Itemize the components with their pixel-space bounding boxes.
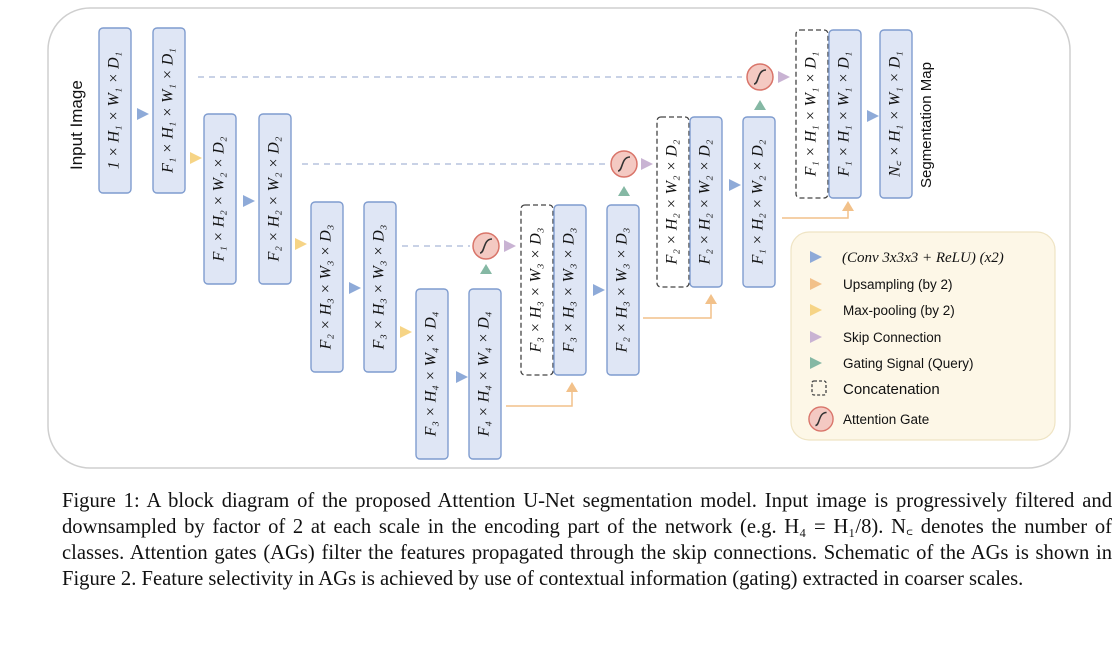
feature-block-c3a: F₃ × H₃ × W₃ × D₃	[520, 204, 554, 376]
feature-block-e1a: F₁ × H₁ × W₁ × D₁	[152, 27, 186, 194]
legend-concat-icon	[811, 380, 827, 396]
feature-block-label: F₁ × H₁ × W₁ × D₁	[803, 52, 820, 178]
feature-block-c3b: F₃ × H₃ × W₃ × D₃	[553, 204, 587, 376]
feature-block-in: 1 × H₁ × W₁ × D₁	[98, 27, 132, 194]
skip-lines	[198, 76, 742, 247]
upsampling-heads	[566, 201, 854, 392]
feature-block-label: F₁ × H₂ × W₂ × D₂	[750, 139, 767, 265]
feature-block-out: N꜀ × H₁ × W₁ × D₁	[879, 29, 913, 199]
legend-conv-arrow-icon	[810, 251, 822, 263]
feature-block-c1a: F₁ × H₁ × W₁ × D₁	[795, 29, 829, 199]
feature-block-label: F₃ × H₃ × W₃ × D₃	[528, 228, 545, 354]
feature-block-label: F₃ × H₃ × W₃ × D₃	[371, 225, 388, 351]
feature-block-c2b: F₂ × H₂ × W₂ × D₂	[689, 116, 723, 288]
legend: (Conv 3x3x3 + ReLU) (x2) Upsampling (by …	[790, 231, 1056, 441]
legend-concat-label: Concatenation	[843, 381, 940, 398]
legend-maxpool-label: Max-pooling (by 2)	[843, 303, 955, 318]
conv-arrows	[137, 108, 879, 383]
attention-gate-icon	[610, 150, 638, 178]
feature-block-label: F₄ × H₄ × W₄ × D₄	[476, 312, 493, 438]
attention-gate-icon	[746, 63, 774, 91]
feature-block-label: F₃ × H₃ × W₃ × D₃	[561, 228, 578, 354]
feature-block-label: F₂ × H₃ × W₃ × D₃	[614, 228, 631, 354]
legend-upsampling-arrow-icon	[810, 278, 822, 290]
feature-block-label: F₂ × H₂ × W₂ × D₂	[266, 136, 283, 262]
feature-block-c1b: F₁ × H₁ × W₁ × D₁	[828, 29, 862, 199]
feature-block-d3: F₂ × H₃ × W₃ × D₃	[606, 204, 640, 376]
maxpool-arrows	[190, 152, 412, 338]
legend-skip-arrow-icon	[810, 331, 822, 343]
upsampling-lines	[506, 208, 849, 407]
feature-block-e2a: F₁ × H₂ × W₂ × D₂	[203, 113, 237, 285]
feature-block-label: F₁ × H₁ × W₁ × D₁	[836, 52, 853, 178]
feature-block-e4a: F₃ × H₄ × W₄ × D₄	[415, 288, 449, 460]
legend-conv-label: (Conv 3x3x3 + ReLU) (x2)	[842, 250, 1004, 266]
skip-triangles	[504, 71, 790, 252]
blocks: 1 × H₁ × W₁ × D₁ F₁ × H₁ × W₁ × D₁ F₁ × H₂…	[98, 27, 913, 460]
legend-attention-label: Attention Gate	[843, 412, 929, 427]
legend-skip-label: Skip Connection	[843, 330, 941, 345]
legend-maxpool-arrow-icon	[810, 304, 822, 316]
feature-block-label: 1 × H₁ × W₁ × D₁	[106, 52, 123, 170]
feature-block-label: F₃ × H₄ × W₄ × D₄	[423, 312, 440, 438]
input-image-label: Input Image	[67, 80, 86, 170]
legend-gating-arrow-icon	[810, 357, 822, 369]
gating-triangles	[480, 100, 766, 274]
feature-block-label: F₁ × H₂ × W₂ × D₂	[211, 136, 228, 262]
feature-block-e3b: F₃ × H₃ × W₃ × D₃	[363, 201, 397, 373]
feature-block-e2b: F₂ × H₂ × W₂ × D₂	[258, 113, 292, 285]
figure-caption: Figure 1: A block diagram of the propose…	[62, 490, 1112, 590]
feature-block-label: F₂ × H₂ × W₂ × D₂	[697, 139, 714, 265]
attention-gate-icon	[472, 232, 500, 260]
legend-attention-gate-icon	[808, 406, 834, 432]
feature-block-d2: F₁ × H₂ × W₂ × D₂	[742, 116, 776, 288]
feature-block-label: F₁ × H₁ × W₁ × D₁	[160, 48, 177, 174]
segmentation-map-label: Segmentation Map	[918, 62, 935, 188]
feature-block-label: F₂ × H₂ × W₂ × D₂	[664, 139, 681, 265]
legend-upsampling-label: Upsampling (by 2)	[843, 277, 953, 292]
feature-block-e4b: F₄ × H₄ × W₄ × D₄	[468, 288, 502, 460]
feature-block-label: F₂ × H₃ × W₃ × D₃	[318, 225, 335, 351]
feature-block-label: N꜀ × H₁ × W₁ × D₁	[887, 51, 904, 178]
feature-block-c2a: F₂ × H₂ × W₂ × D₂	[656, 116, 690, 288]
attention-unet-diagram: 1 × H₁ × W₁ × D₁ F₁ × H₁ × W₁ × D₁ F₁ × H₂…	[47, 7, 1071, 469]
feature-block-e3a: F₂ × H₃ × W₃ × D₃	[310, 201, 344, 373]
legend-gating-label: Gating Signal (Query)	[843, 356, 974, 371]
